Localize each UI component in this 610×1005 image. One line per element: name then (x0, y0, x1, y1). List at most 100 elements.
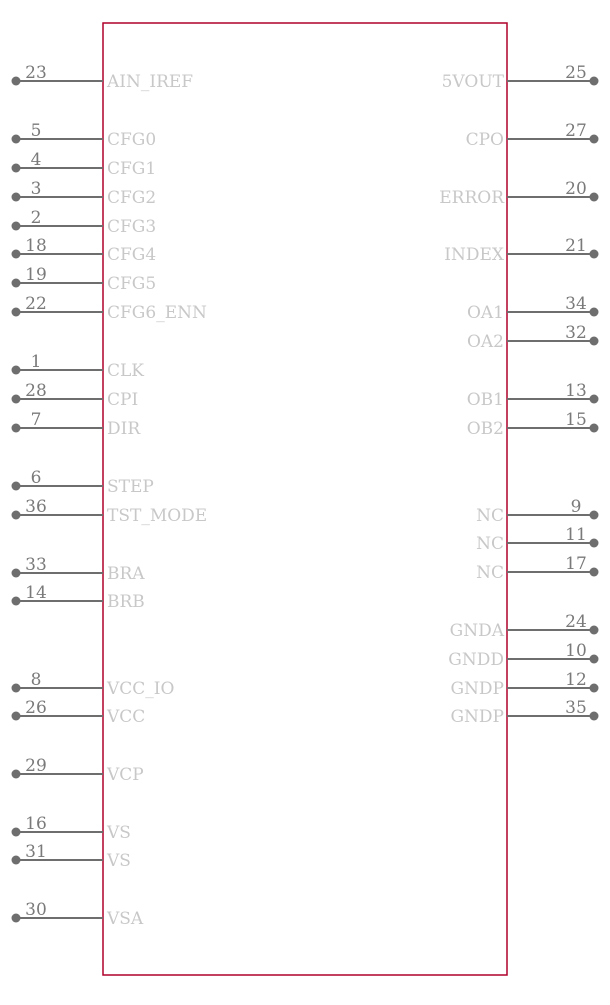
pin-name: TST_MODE (107, 506, 207, 526)
pin-number: 13 (565, 381, 587, 401)
pin: 34 OA1 (467, 294, 599, 323)
pin-name: CLK (107, 361, 144, 381)
pin-number: 12 (565, 670, 587, 690)
pin-end-dot (589, 625, 599, 635)
pin-name: OB1 (467, 390, 504, 410)
pin-name: 5VOUT (442, 72, 505, 92)
pin-name: CPO (466, 130, 504, 150)
pin-name: INDEX (444, 245, 505, 265)
pin-end-dot (589, 307, 599, 317)
pin-number: 17 (565, 554, 587, 574)
pin-number: 24 (565, 612, 587, 632)
pin-name: OA2 (467, 332, 504, 352)
pin-name: VS (106, 823, 131, 843)
pin-name: GNDA (450, 621, 505, 641)
pin-name: VSA (106, 909, 144, 929)
pin: 13 OB1 (467, 381, 599, 410)
pin-name: NC (476, 534, 504, 554)
pin-end-dot (11, 394, 21, 404)
pin-end-dot (11, 307, 21, 317)
pin-name: OB2 (467, 419, 504, 439)
pin: 7 DIR (11, 410, 141, 439)
pin-name: BRB (107, 592, 145, 612)
pin-end-dot (11, 481, 21, 491)
pin-end-dot (11, 711, 21, 721)
pin-number: 32 (565, 323, 587, 343)
pin: 12 GNDP (450, 670, 599, 699)
pin-name: ERROR (439, 188, 505, 208)
pin-name: VCC (106, 707, 145, 727)
pin-number: 28 (25, 381, 47, 401)
pin-end-dot (11, 76, 21, 86)
pin-number: 11 (565, 525, 587, 545)
pin-number: 9 (571, 497, 582, 517)
pin-number: 34 (565, 294, 587, 314)
pin-name: GNDP (450, 679, 504, 699)
pin-number: 22 (25, 294, 47, 314)
pin-number: 19 (25, 265, 47, 285)
pin-number: 7 (31, 410, 42, 430)
pin-end-dot (589, 538, 599, 548)
pin-end-dot (589, 711, 599, 721)
pin: 11 NC (476, 525, 599, 554)
pin-name: BRA (107, 564, 145, 584)
pin-name: NC (476, 563, 504, 583)
pin-end-dot (11, 683, 21, 693)
pin-end-dot (589, 510, 599, 520)
pin-number: 4 (31, 150, 42, 170)
pin-end-dot (11, 827, 21, 837)
pin: 30 VSA (11, 900, 144, 929)
pin-end-dot (589, 76, 599, 86)
pin-number: 6 (31, 468, 42, 488)
pin-end-dot (11, 192, 21, 202)
pin-number: 30 (25, 900, 47, 920)
pin-number: 25 (565, 63, 587, 83)
pin: 15 OB2 (467, 410, 599, 439)
pin-name: OA1 (467, 303, 504, 323)
pin-end-dot (11, 913, 21, 923)
pin-end-dot (11, 221, 21, 231)
pin-name: CFG1 (107, 159, 156, 179)
pin-number: 31 (25, 842, 47, 862)
pin-number: 18 (25, 236, 47, 256)
pin-name: VCC_IO (106, 679, 174, 699)
pin-end-dot (589, 567, 599, 577)
pin-name: NC (476, 506, 504, 526)
pin-name: CFG0 (107, 130, 156, 150)
pin-end-dot (11, 568, 21, 578)
pin-name: STEP (107, 477, 154, 497)
pin: 32 OA2 (467, 323, 599, 352)
pin-number: 15 (565, 410, 587, 430)
pin-number: 1 (31, 352, 42, 372)
pin-end-dot (11, 365, 21, 375)
component-body (102, 22, 508, 976)
pin-end-dot (11, 510, 21, 520)
pin-end-dot (11, 769, 21, 779)
pin: 24 GNDA (450, 612, 599, 641)
pin-end-dot (589, 683, 599, 693)
right-pin-group: 255VOUT27CPO20ERROR21INDEX34OA132OA213OB… (439, 63, 599, 727)
pin-end-dot (11, 249, 21, 259)
pin-end-dot (589, 249, 599, 259)
pin-number: 10 (565, 641, 587, 661)
pin-name: DIR (107, 419, 141, 439)
pin-number: 29 (25, 756, 47, 776)
pin-end-dot (589, 134, 599, 144)
pin: 17 NC (476, 554, 599, 583)
pin-number: 35 (565, 698, 587, 718)
pin-end-dot (11, 855, 21, 865)
